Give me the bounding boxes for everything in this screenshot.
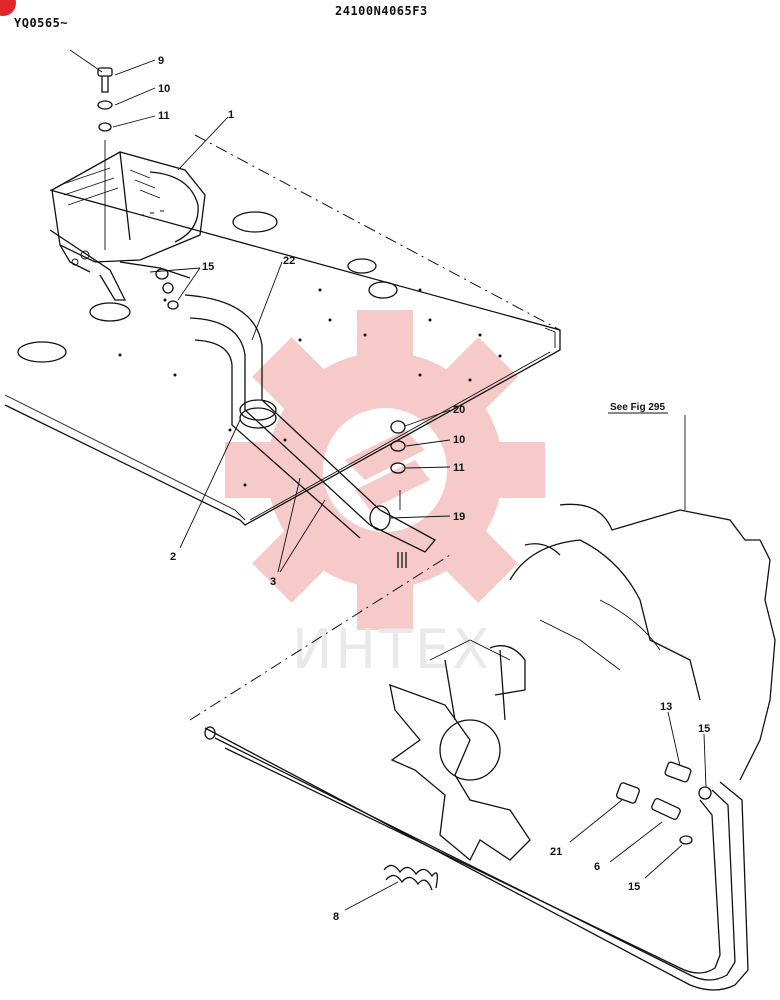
fittings-15-upper: [155, 268, 179, 310]
callout-11-top: 11: [158, 110, 170, 122]
corner-badge: [0, 0, 16, 16]
callout-8: 8: [333, 911, 339, 923]
callout-22: 22: [283, 255, 295, 267]
callout-10-mid: 10: [453, 434, 465, 446]
watermark: ИНТЕХ: [225, 310, 545, 681]
engine-fan: [389, 639, 531, 862]
callout-6: 6: [594, 861, 600, 873]
see-fig-reference: See Fig 295: [610, 402, 665, 413]
leader-lines: [69, 49, 707, 911]
spring-clip-center: [397, 552, 407, 568]
document-code: 24100N4065F3: [335, 4, 428, 18]
callout-20: 20: [453, 404, 465, 416]
callout-15-right: 15: [698, 723, 710, 735]
floor-plate: [4, 189, 561, 526]
callout-1: 1: [228, 109, 234, 121]
callout-15-lower: 15: [628, 881, 640, 893]
spring-clip-8: [383, 864, 438, 891]
engine: [489, 415, 776, 781]
callout-21: 21: [550, 846, 562, 858]
callout-19: 19: [453, 511, 465, 523]
nut-and-washers-mid: [390, 420, 406, 510]
heater-hose: [204, 726, 749, 991]
watermark-gear-icon: [225, 310, 545, 630]
callout-numbers: 9 10 11 1 15 22 20 10 11 19 2 3 13 15 21…: [158, 55, 710, 923]
watermark-text: ИНТЕХ: [292, 618, 492, 681]
valves-and-fittings-lower: [616, 761, 712, 845]
callout-9: 9: [158, 55, 164, 67]
callout-10-top: 10: [158, 83, 170, 95]
heater-pipes: [184, 294, 437, 553]
callout-2: 2: [170, 551, 176, 563]
callout-3: 3: [270, 576, 276, 588]
bolt-and-washers-top: [97, 67, 113, 250]
heater-unit: [49, 151, 206, 301]
callout-11-mid: 11: [453, 462, 465, 474]
serial-range: YQ0565~: [14, 16, 69, 30]
callout-13: 13: [660, 701, 672, 713]
callout-15-upper: 15: [202, 261, 214, 273]
